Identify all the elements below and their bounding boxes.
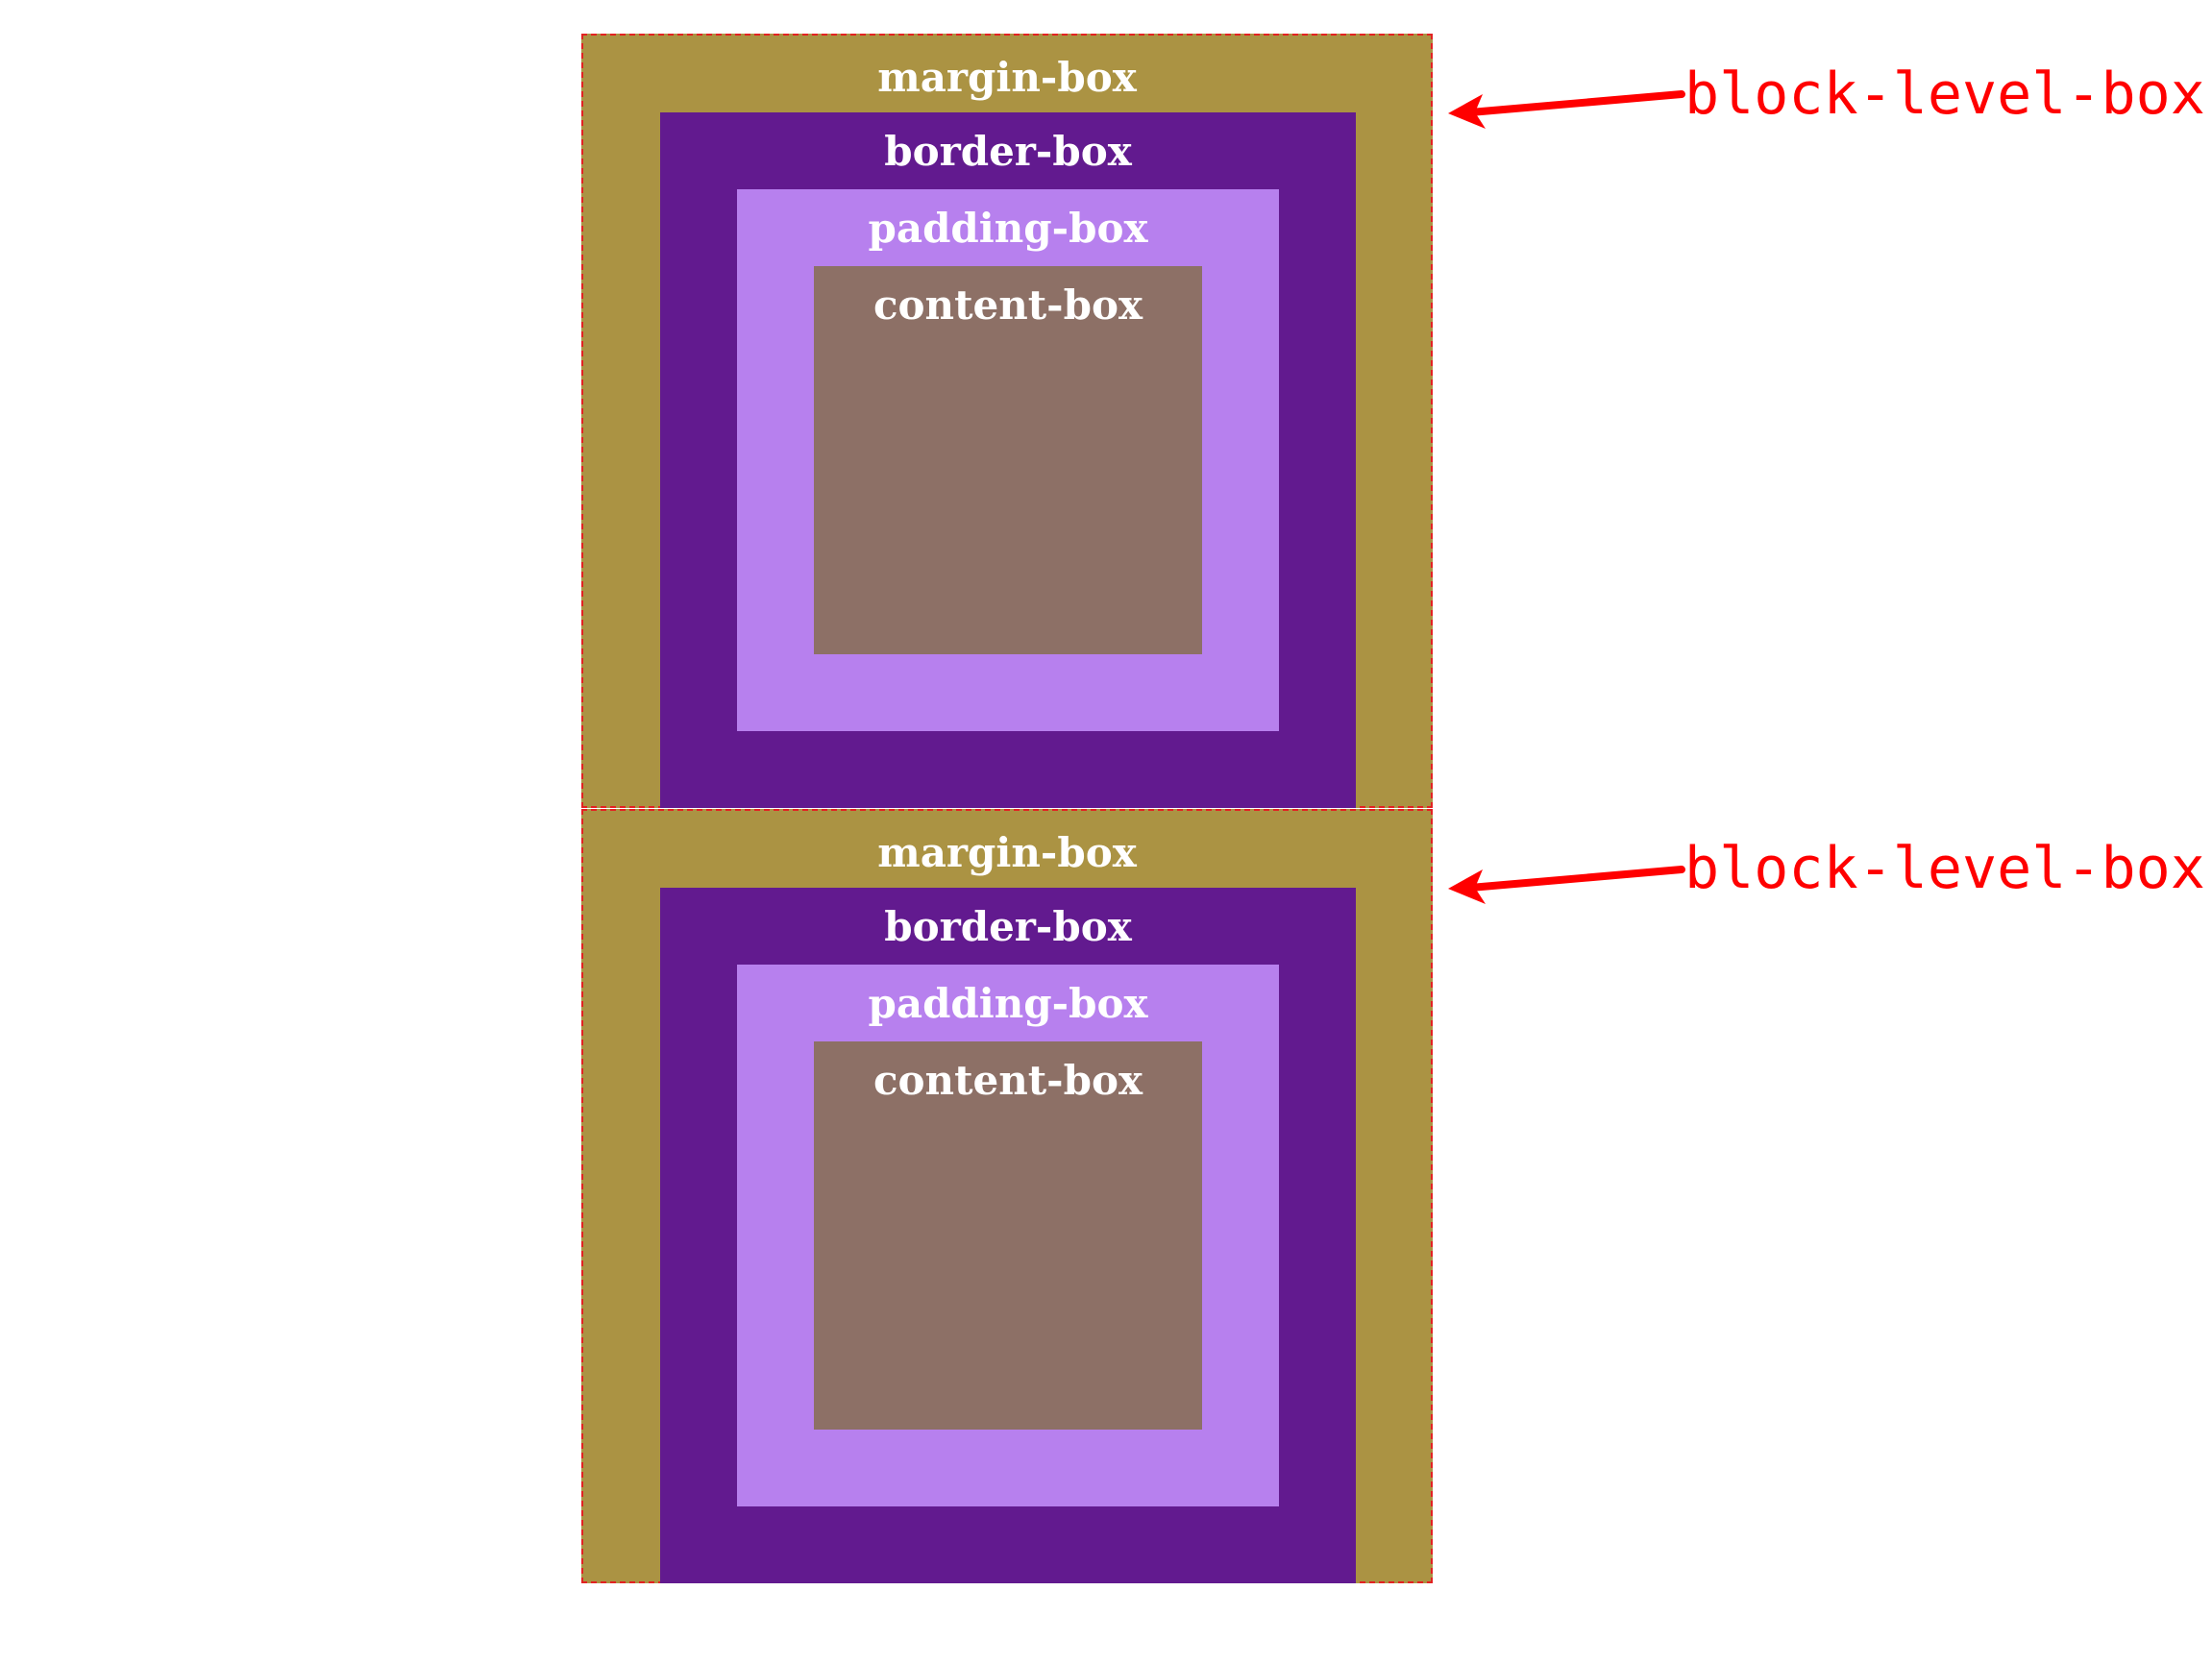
block-level-box-2: margin-box border-box padding-box conten… xyxy=(581,809,1433,1583)
border-box: border-box padding-box content-box xyxy=(660,888,1356,1583)
border-box-label: border-box xyxy=(884,903,1132,950)
callout-arrow-top xyxy=(1448,90,1685,129)
padding-box-label: padding-box xyxy=(868,980,1148,1027)
content-box-label: content-box xyxy=(873,1057,1143,1104)
block-level-box-1: margin-box border-box padding-box conten… xyxy=(581,34,1433,808)
padding-box: padding-box content-box xyxy=(737,965,1279,1506)
content-box: content-box xyxy=(814,266,1202,654)
margin-box-label: margin-box xyxy=(877,54,1137,101)
border-box: border-box padding-box content-box xyxy=(660,112,1356,808)
content-box-label: content-box xyxy=(873,281,1143,329)
callout-label-top: block-level-box xyxy=(1684,61,2205,128)
callout-arrow-bottom xyxy=(1448,866,1685,904)
border-box-label: border-box xyxy=(884,128,1132,175)
margin-box-label: margin-box xyxy=(877,829,1137,876)
padding-box: padding-box content-box xyxy=(737,189,1279,731)
padding-box-label: padding-box xyxy=(868,205,1148,252)
content-box: content-box xyxy=(814,1041,1202,1430)
callout-label-bottom: block-level-box xyxy=(1684,835,2205,902)
